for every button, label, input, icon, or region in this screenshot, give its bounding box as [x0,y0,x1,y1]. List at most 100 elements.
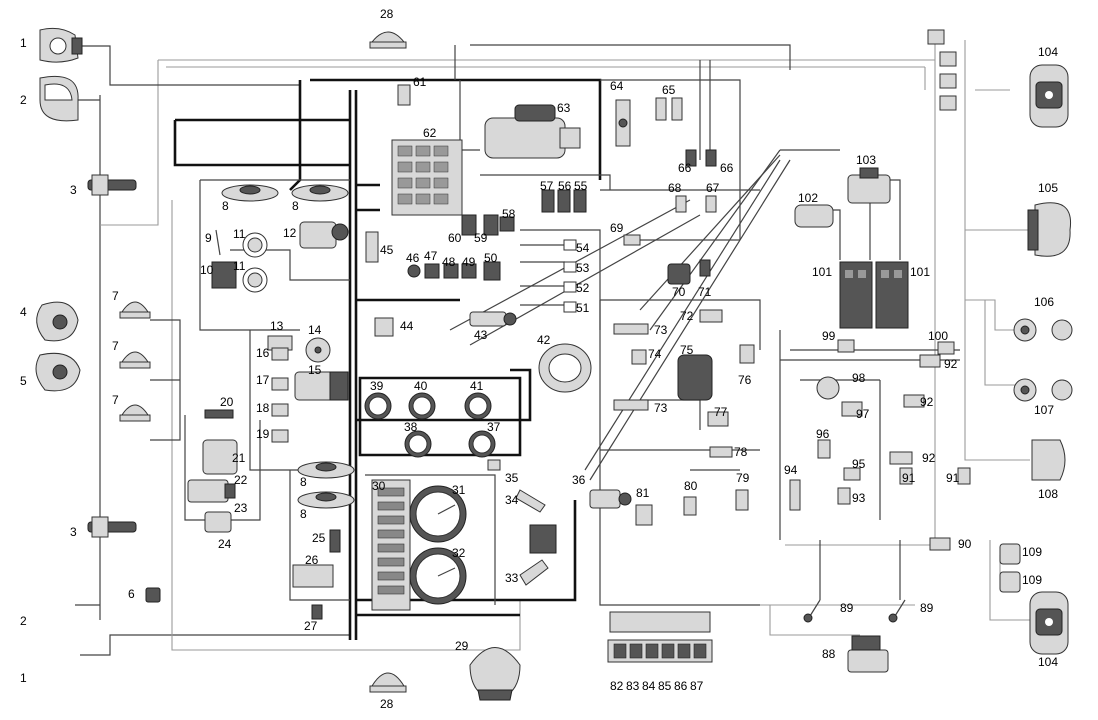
component-3-bottom [87,516,137,538]
label-45: 45 [380,243,394,257]
label-75: 75 [680,343,694,357]
component-9-10 [211,229,237,289]
label-4: 4 [20,305,27,319]
label-2-bottom: 2 [20,614,27,628]
label-17: 17 [256,373,270,387]
component-62-fuse-panel [391,139,463,216]
label-69: 69 [610,221,624,235]
label-83: 83 [626,679,640,693]
component-1-top [39,27,83,63]
label-95: 95 [852,457,866,471]
label-11a: 11 [233,227,246,241]
label-41: 41 [470,379,484,393]
label-86: 86 [674,679,688,693]
label-68: 68 [668,181,682,195]
component-29 [469,647,521,701]
label-73b: 73 [654,401,668,415]
component-82-87-fuse-block [607,611,713,663]
label-40: 40 [414,379,428,393]
component-7-lamps [119,301,151,422]
label-13: 13 [270,319,284,333]
label-48: 48 [442,255,456,269]
component-43 [469,311,517,327]
label-10: 10 [200,263,214,277]
label-21: 21 [232,451,246,465]
label-79: 79 [736,471,750,485]
label-22: 22 [234,473,248,487]
label-42: 42 [537,333,551,347]
component-16-19-relays [271,347,289,443]
label-74: 74 [648,347,662,361]
component-72-78 [613,309,755,526]
label-59: 59 [474,231,488,245]
component-88 [847,635,889,673]
label-38: 38 [404,420,418,434]
component-102 [794,204,834,228]
label-3-bottom: 3 [70,525,77,539]
label-101b: 101 [910,265,930,279]
component-11-gauges [242,232,268,293]
component-101-batteries [839,261,909,329]
label-28-top: 28 [380,7,394,21]
label-56: 56 [558,179,572,193]
label-96: 96 [816,427,830,441]
label-90: 90 [958,537,972,551]
label-78: 78 [734,445,748,459]
label-66a: 66 [678,161,692,175]
component-90-100-sensors [789,339,971,551]
label-5: 5 [20,374,27,388]
label-25: 25 [312,531,326,545]
label-92c: 92 [922,451,936,465]
label-89b: 89 [920,601,934,615]
label-92b: 92 [920,395,934,409]
connector-stack [927,29,957,111]
label-76: 76 [738,373,752,387]
label-71: 71 [698,285,712,299]
label-67: 67 [706,181,720,195]
label-12: 12 [283,226,297,240]
label-9: 9 [205,231,212,245]
label-107: 107 [1034,403,1054,417]
label-8a: 8 [222,199,229,213]
label-84: 84 [642,679,656,693]
component-37-41-gauges [364,392,501,471]
label-81: 81 [636,486,650,500]
component-3-top [87,174,137,196]
label-7c: 7 [112,393,119,407]
component-64 [615,99,631,147]
label-88: 88 [822,647,836,661]
label-87: 87 [690,679,704,693]
label-108: 108 [1038,487,1058,501]
label-93: 93 [852,491,866,505]
component-20-24 [187,409,238,533]
label-62: 62 [423,126,437,140]
component-33-34 [515,489,557,586]
label-44: 44 [400,319,414,333]
label-77: 77 [714,405,728,419]
component-66 [685,149,717,167]
label-53: 53 [576,261,590,275]
component-103 [847,167,891,204]
component-108 [1031,439,1066,481]
component-25-27 [292,529,341,620]
label-50: 50 [484,251,498,265]
component-106 [1013,318,1073,342]
label-64: 64 [610,79,624,93]
label-105: 105 [1038,181,1058,195]
label-57: 57 [540,179,554,193]
component-89 [803,599,906,623]
label-97: 97 [856,407,870,421]
label-72: 72 [680,309,694,323]
label-31: 31 [452,483,466,497]
label-94: 94 [784,463,798,477]
label-54: 54 [576,241,590,255]
label-73a: 73 [654,323,668,337]
component-104-bottom [1029,591,1069,655]
label-36: 36 [572,473,586,487]
label-34: 34 [505,493,519,507]
component-107 [1013,378,1073,402]
label-85: 85 [658,679,672,693]
label-33: 33 [505,571,519,585]
component-32-tachometer [409,547,467,605]
component-6 [145,587,161,603]
